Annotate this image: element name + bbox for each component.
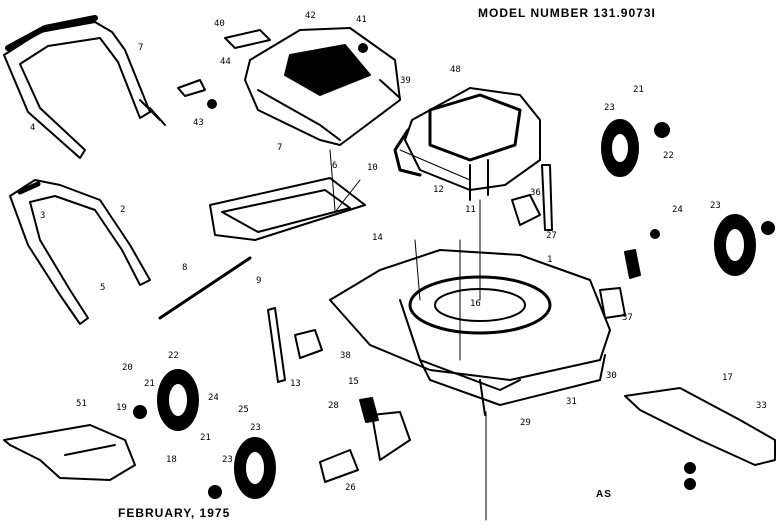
callout: 21 <box>144 379 155 389</box>
hardware <box>133 43 775 499</box>
callout: 43 <box>193 118 204 128</box>
callout: 48 <box>450 65 461 75</box>
callout: 36 <box>530 188 541 198</box>
callout: 29 <box>520 418 531 428</box>
callout: 42 <box>305 11 316 21</box>
callout: 21 <box>200 433 211 443</box>
blade <box>624 387 776 466</box>
part-callouts: 1 2 3 4 5 6 7 7 8 9 10 11 12 13 14 15 16… <box>30 11 767 493</box>
callout: 51 <box>76 399 87 409</box>
callout: 22 <box>168 351 179 361</box>
callout: 2 <box>120 205 125 215</box>
callout: 30 <box>606 371 617 381</box>
callout: 17 <box>722 373 733 383</box>
wheel-front-right <box>714 214 756 276</box>
discharge-chute <box>3 424 136 481</box>
callout: 5 <box>100 283 105 293</box>
callout: 10 <box>367 163 378 173</box>
callout: 11 <box>465 205 476 215</box>
engine-shroud <box>177 27 401 146</box>
callout: 4 <box>30 123 35 133</box>
callout: 40 <box>214 19 225 29</box>
upper-handle <box>3 15 166 159</box>
callout: 6 <box>332 161 337 171</box>
callout: 9 <box>256 276 261 286</box>
callout: 1 <box>547 255 552 265</box>
callout: 23 <box>604 103 615 113</box>
callout: 37 <box>622 313 633 323</box>
callout: 8 <box>182 263 187 273</box>
callout: 12 <box>433 185 444 195</box>
leader-lines <box>329 149 487 521</box>
wheel-rear-right <box>601 119 639 177</box>
callout: 41 <box>356 15 367 25</box>
callout: 23 <box>222 455 233 465</box>
callout: 38 <box>340 351 351 361</box>
callout: 14 <box>372 233 383 243</box>
wheel-rear-left <box>234 437 276 499</box>
callout: 44 <box>220 57 231 67</box>
callout: 25 <box>238 405 249 415</box>
callout: 3 <box>40 211 45 221</box>
axle-rod <box>158 256 252 320</box>
model-number: MODEL NUMBER 131.9073I <box>478 6 656 20</box>
callout: 39 <box>400 76 411 86</box>
callout: 28 <box>328 401 339 411</box>
height-adjusters <box>267 164 641 483</box>
callout: 21 <box>633 85 644 95</box>
callout: 22 <box>663 151 674 161</box>
callout: 23 <box>710 201 721 211</box>
callout: 7 <box>277 143 282 153</box>
lower-handle <box>9 179 151 325</box>
callout: 16 <box>470 299 481 309</box>
callout: 7 <box>138 43 143 53</box>
callout: 15 <box>348 377 359 387</box>
callout: 13 <box>290 379 301 389</box>
callout: 33 <box>756 401 767 411</box>
callout: 24 <box>208 393 219 403</box>
callout: 18 <box>166 455 177 465</box>
callout: 27 <box>546 231 557 241</box>
callout: 19 <box>116 403 127 413</box>
callout: 23 <box>250 423 261 433</box>
callout: 31 <box>566 397 577 407</box>
diagram-code: AS <box>596 489 612 500</box>
diagram-date: FEBRUARY, 1975 <box>118 506 231 520</box>
callout: 26 <box>345 483 356 493</box>
mower-deck <box>329 249 611 416</box>
callout: 20 <box>122 363 133 373</box>
engine <box>393 87 541 201</box>
callout: 24 <box>672 205 683 215</box>
grass-bag-frame <box>209 177 366 241</box>
wheel-front-left <box>157 369 199 431</box>
